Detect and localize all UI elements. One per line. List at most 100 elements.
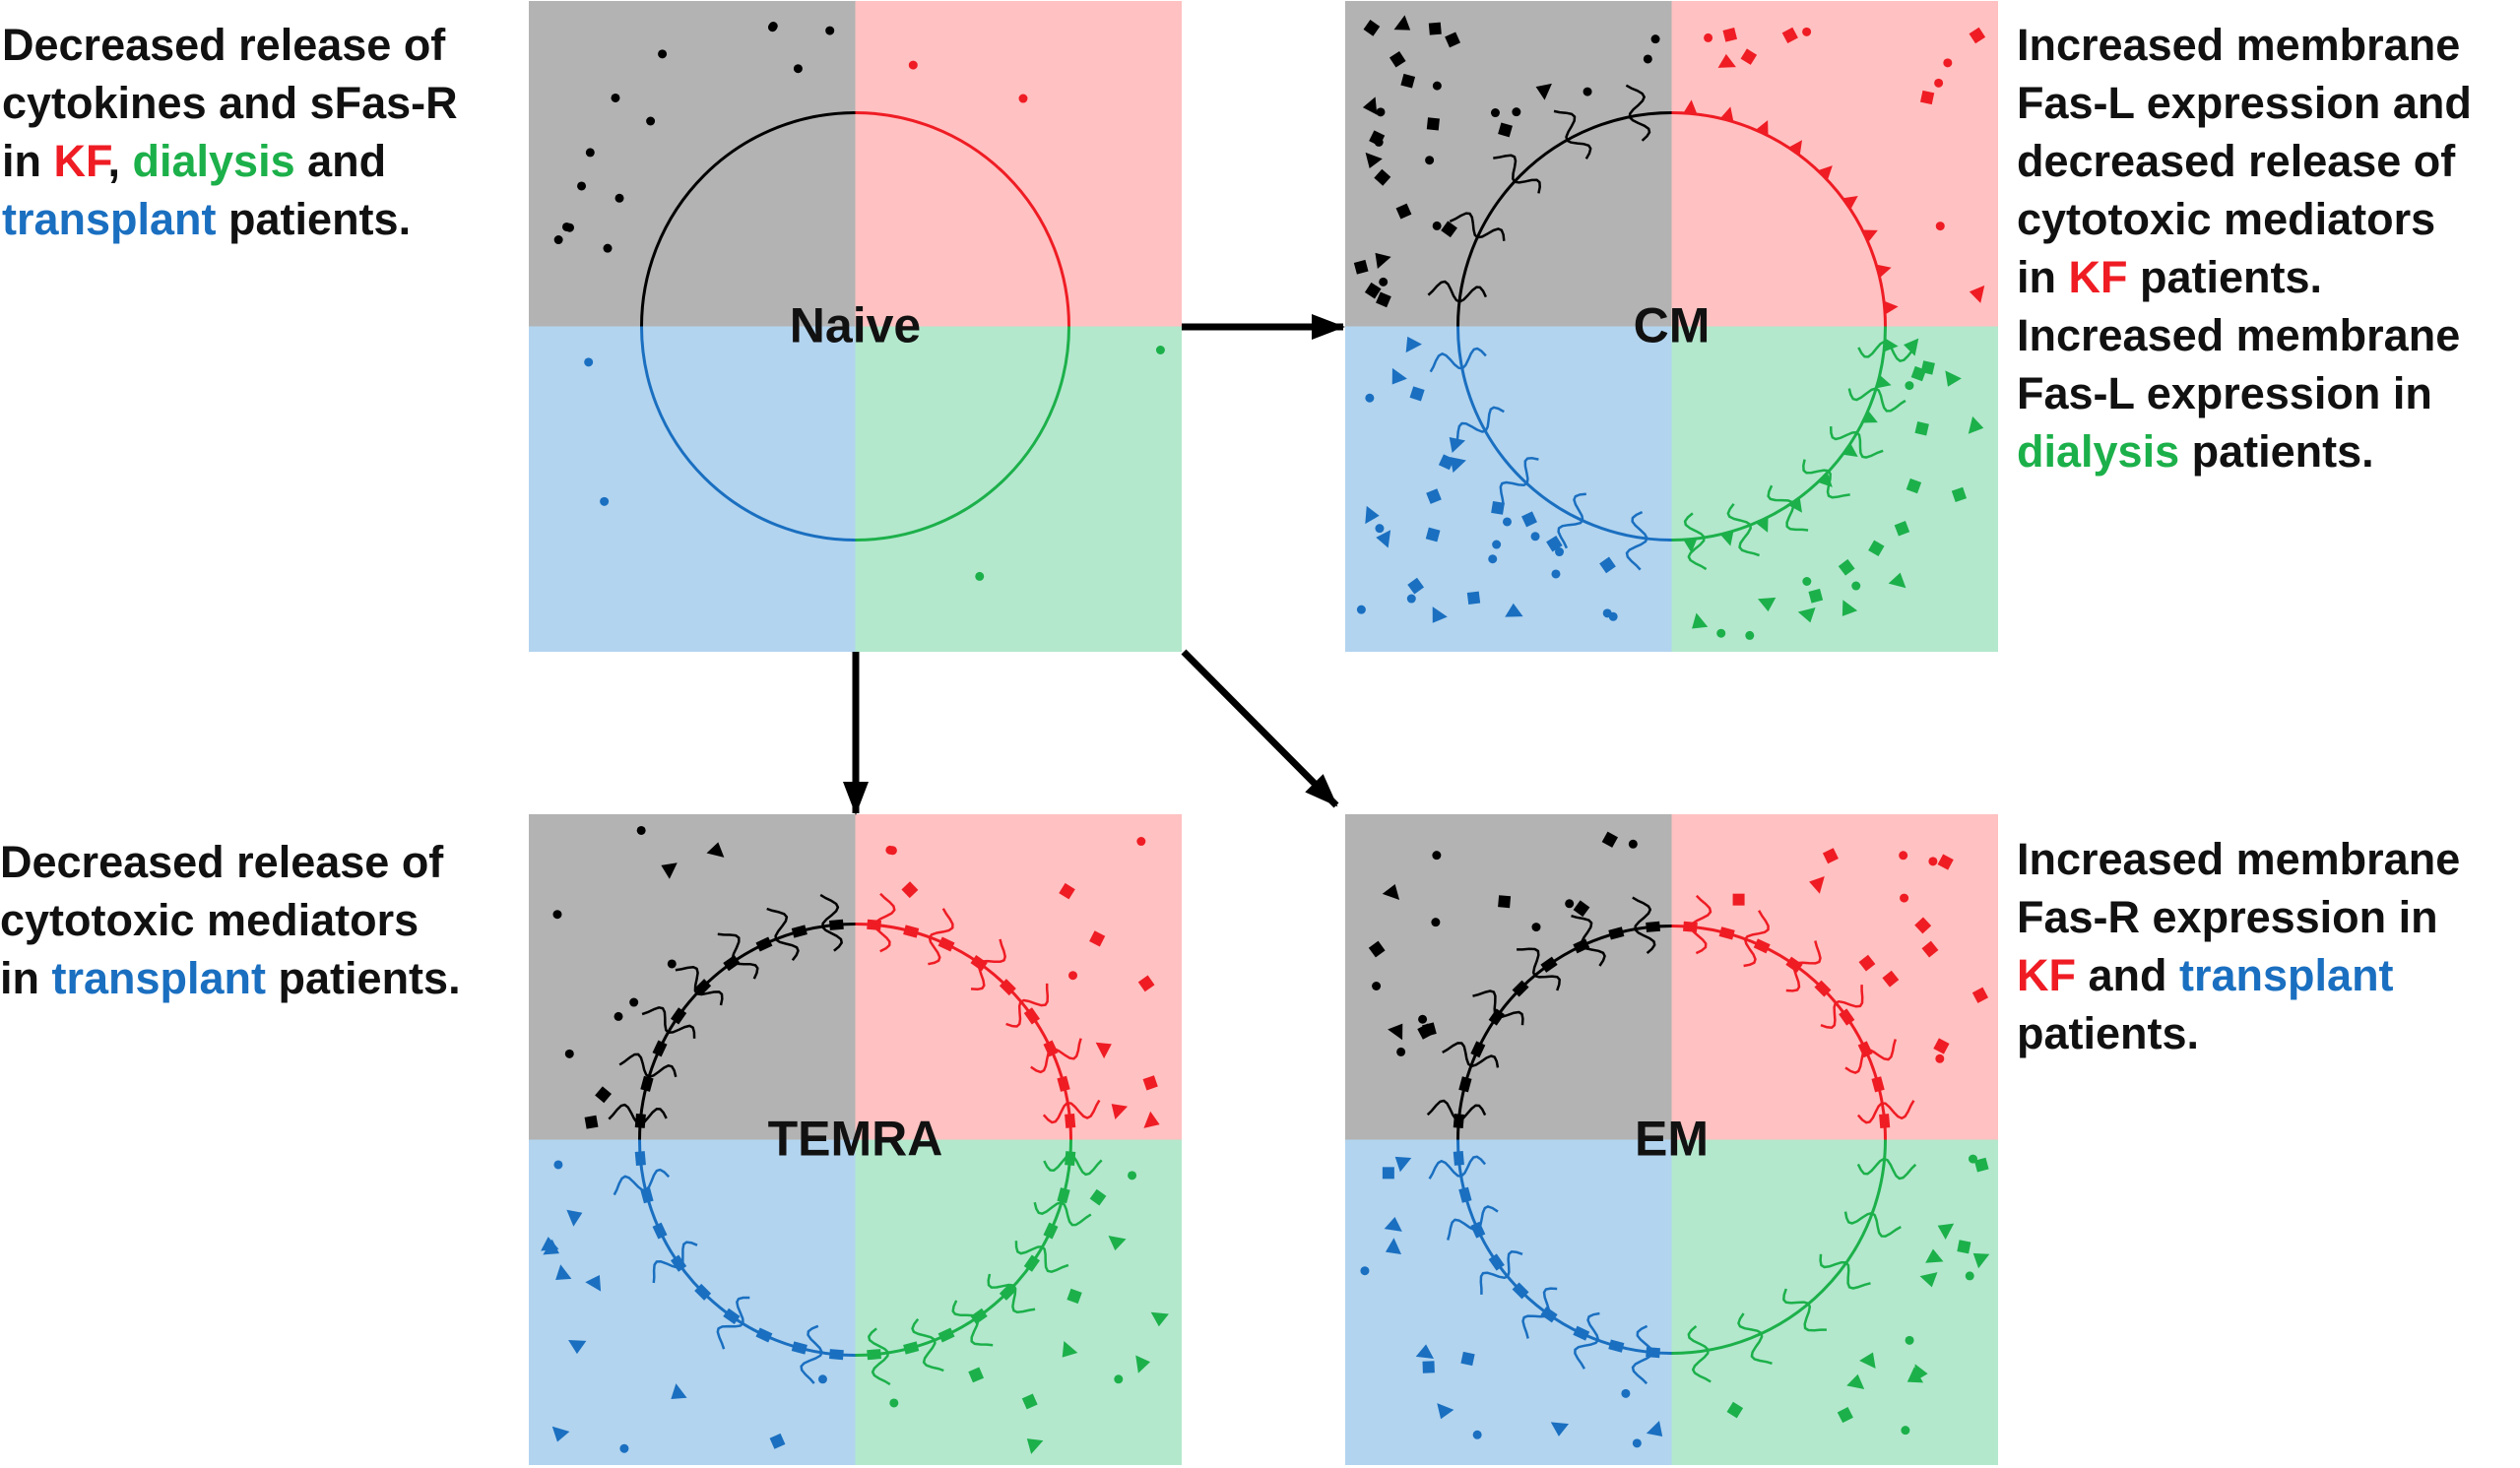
em-molecule-triangle <box>1846 1373 1865 1390</box>
cm-molecule-square <box>1426 117 1440 131</box>
caption-cm-line8: dialysis patients. <box>2017 422 2472 480</box>
cm-cell-label: CM <box>1634 298 1711 353</box>
cm-molecule-triangle <box>1365 152 1383 168</box>
caption-temra-line2: cytotoxic mediators <box>0 895 420 945</box>
temra-molecule-triangle <box>566 1209 583 1227</box>
em-molecule-square <box>1837 1406 1853 1424</box>
cm-molecule-dot <box>1555 547 1565 557</box>
caption-cm-patients2: patients. <box>2179 426 2374 477</box>
cm-molecule-triangle <box>1945 370 1962 387</box>
naive-molecule-dot <box>793 64 803 74</box>
cm-molecule-square <box>1910 365 1927 382</box>
temra-membrane-receptor <box>755 1327 773 1343</box>
em-membrane-receptor <box>1540 956 1558 973</box>
naive-molecule-dot <box>908 60 918 70</box>
temra-receptor-chain <box>928 908 954 966</box>
caption-em-line3: KF and transplant <box>2017 946 2460 1004</box>
temra-molecule-triangle <box>1062 1341 1078 1358</box>
cm-receptor-chain <box>1625 510 1648 571</box>
naive-molecule-dot <box>584 357 594 367</box>
temra-molecule-dot <box>889 1398 899 1408</box>
cm-molecule-square <box>1919 90 1935 105</box>
temra-molecule-triangle <box>661 862 678 879</box>
naive-cell-label: Naive <box>790 298 921 353</box>
cm-membrane-blue <box>1456 326 1672 542</box>
em-molecule-dot <box>1431 918 1441 927</box>
temra-receptor-chain <box>766 907 800 962</box>
cm-membrane-ligand <box>1862 410 1878 423</box>
cm-molecule-square <box>1364 282 1382 299</box>
temra-molecule-triangle <box>1108 1236 1127 1251</box>
caption-cm-kf: KF <box>2068 252 2128 302</box>
em-molecule-square <box>1973 1157 1989 1173</box>
temra-quadrant-red <box>855 814 1182 1140</box>
em-molecule-square <box>1732 893 1745 906</box>
em-membrane-receptor <box>1879 1114 1891 1128</box>
em-molecule-triangle <box>1382 883 1400 901</box>
naive-molecule-dot <box>825 26 835 35</box>
caption-cm-dialysis: dialysis <box>2017 426 2180 477</box>
em-molecule-square <box>1422 1361 1435 1373</box>
cm-molecule-dot <box>1425 156 1435 165</box>
cm-molecule-square <box>1914 421 1929 436</box>
cm-receptor-chain <box>1847 387 1906 413</box>
temra-membrane-receptor <box>937 936 955 952</box>
em-quadrant-green <box>1671 1139 1998 1465</box>
caption-cm-patients1: patients. <box>2127 252 2323 302</box>
caption-em-transplant: transplant <box>2179 950 2394 1000</box>
cm-molecule-triangle <box>1365 505 1380 525</box>
temra-molecule-dot <box>619 1443 629 1453</box>
temra-molecule-triangle <box>585 1274 602 1292</box>
cm-membrane-ligand <box>1884 300 1899 315</box>
naive-molecule-dot <box>585 148 595 158</box>
em-molecule-square <box>1382 1167 1394 1180</box>
cm-molecule-square <box>1740 48 1758 65</box>
temra-membrane-receptor <box>829 919 844 930</box>
caption-cm-line4: cytotoxic mediators <box>2017 194 2436 244</box>
em-receptor-chain <box>1517 947 1561 991</box>
cm-membrane-ligand <box>1842 196 1858 210</box>
temra-cell-label: TEMRA <box>768 1112 943 1167</box>
cm-membrane-ligand <box>1755 120 1769 136</box>
temra-molecule-dot <box>1128 1171 1137 1181</box>
cm-cell: CM <box>1345 1 1998 652</box>
temra-molecule-square <box>1089 1188 1107 1206</box>
cm-molecule-square <box>1951 486 1968 503</box>
cm-molecule-square <box>1363 20 1381 36</box>
cm-molecule-triangle <box>1450 457 1466 474</box>
em-membrane-receptor <box>1646 921 1660 932</box>
cm-molecule-square <box>1838 558 1855 576</box>
cm-molecule-dot <box>1602 608 1612 618</box>
cm-molecule-triangle <box>1432 606 1448 623</box>
temra-receptor-chain <box>1043 1153 1103 1177</box>
em-molecule-triangle <box>1384 1216 1402 1232</box>
cm-membrane-ligand <box>1862 229 1878 243</box>
cm-membrane-red <box>1671 111 1887 327</box>
cm-molecule-square <box>1374 168 1391 186</box>
em-molecule-square <box>1498 895 1512 909</box>
temra-membrane-receptor <box>829 1349 844 1361</box>
em-molecule-triangle <box>1646 1421 1663 1437</box>
temra-molecule-dot <box>1114 1374 1124 1384</box>
arrow-naive-to-em <box>1181 649 1339 808</box>
em-molecule-dot <box>1418 1014 1428 1024</box>
temra-membrane-receptor <box>1023 1254 1041 1272</box>
em-cell-label: EM <box>1635 1112 1709 1167</box>
cm-molecule-dot <box>1432 221 1442 230</box>
cm-membrane-ligand <box>1817 165 1833 181</box>
caption-naive-line2: cytokines and sFas-R <box>2 78 458 128</box>
cm-receptor-chain <box>1429 347 1487 373</box>
em-quadrant-gray <box>1345 814 1672 1140</box>
cm-molecule-square <box>1353 259 1369 275</box>
em-molecule-square <box>1933 1038 1950 1054</box>
caption-temra-line3: in transplant patients. <box>0 949 461 1007</box>
naive-membrane-gray <box>640 111 856 327</box>
cm-molecule-square <box>1969 27 1986 44</box>
em-membrane-receptor <box>1608 926 1625 940</box>
temra-molecule-square <box>1137 975 1155 992</box>
cm-molecule-dot <box>1512 107 1521 117</box>
caption-em-line1: Increased membrane <box>2017 834 2461 884</box>
naive-molecule-dot <box>658 49 668 59</box>
cm-membrane-ligand <box>1842 443 1858 457</box>
cm-molecule-dot <box>1356 605 1366 614</box>
